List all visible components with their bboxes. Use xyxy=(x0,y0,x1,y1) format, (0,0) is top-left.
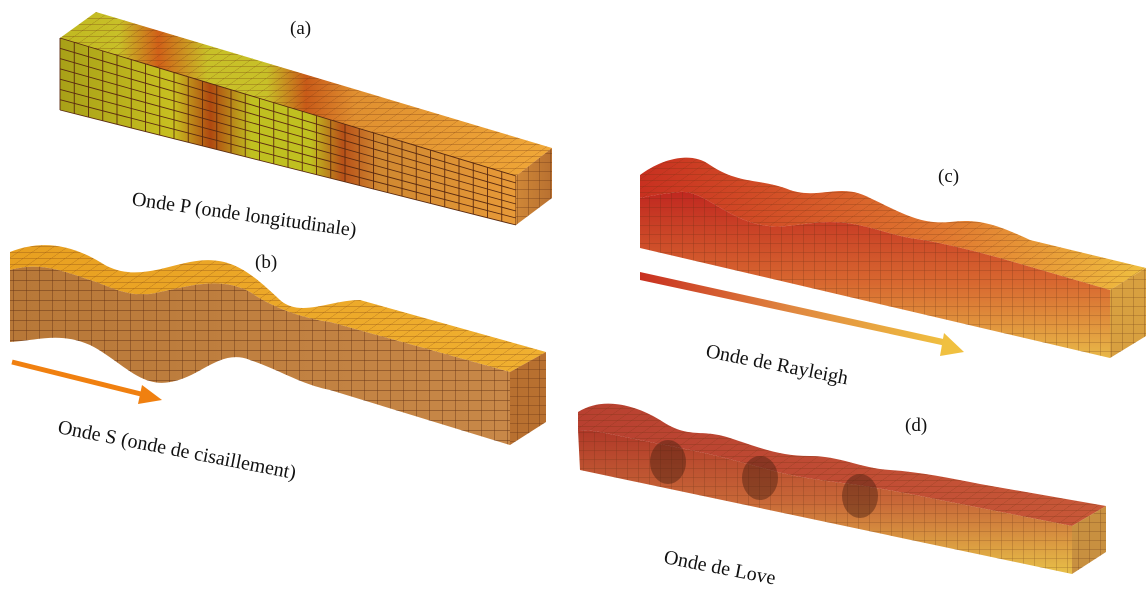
panel-d-tag: (d) xyxy=(905,415,928,436)
p-wave-block xyxy=(59,12,552,226)
rayleigh-direction-arrow xyxy=(640,272,964,356)
s-wave-block xyxy=(10,245,546,445)
love-wave-block xyxy=(578,403,1106,574)
panel-b-tag: (b) xyxy=(255,252,278,273)
s-wave-direction-arrow xyxy=(11,359,162,404)
panel-c-tag: (c) xyxy=(938,166,960,187)
rayleigh-wave-block xyxy=(640,157,1146,358)
p-wave-front-grid xyxy=(59,37,517,226)
panel-a-tag: (a) xyxy=(290,18,312,39)
